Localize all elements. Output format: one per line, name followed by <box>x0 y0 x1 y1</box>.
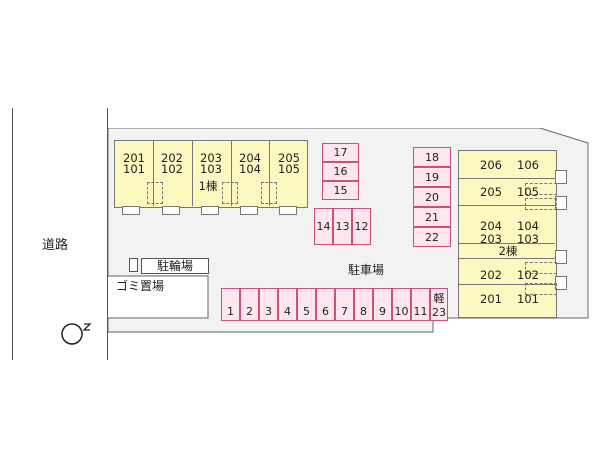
unit-b2-204: 204 <box>480 219 502 233</box>
parking-space-3: 3 <box>259 288 278 321</box>
unit-b2-101: 101 <box>517 292 539 306</box>
road-edge-left <box>12 108 13 360</box>
parking-space-10: 10 <box>392 288 411 321</box>
unit-b2-105: 105 <box>517 185 539 199</box>
kei-number: 23 <box>432 306 446 319</box>
parking-space-4: 4 <box>278 288 297 321</box>
unit-204: 204 <box>239 151 261 165</box>
road-label: 道路 <box>42 238 69 253</box>
unit-b2-103: 103 <box>517 232 539 246</box>
parking-space-6: 6 <box>316 288 335 321</box>
parking-space-12: 12 <box>352 208 371 245</box>
unit-202: 202 <box>161 151 183 165</box>
parking-space-9: 9 <box>373 288 392 321</box>
unit-201: 201 <box>123 151 145 165</box>
parking-space-22: 22 <box>413 227 451 247</box>
parking-space-20: 20 <box>413 187 451 207</box>
unit-203: 203 <box>200 151 222 165</box>
parking-space-13: 13 <box>333 208 352 245</box>
unit-b2-206: 206 <box>480 158 502 172</box>
kei-label: 軽 <box>433 292 445 305</box>
parking-space-2: 2 <box>240 288 259 321</box>
compass-north-icon <box>61 323 92 345</box>
unit-b2-102: 102 <box>517 268 539 282</box>
parking-space-21: 21 <box>413 207 451 227</box>
bike-rack-icon <box>129 258 138 272</box>
building-1-label: 1棟 <box>198 179 218 193</box>
parking-space-15: 15 <box>322 181 359 200</box>
unit-b2-202: 202 <box>480 268 502 282</box>
garbage-area-label: ゴミ置場 <box>116 279 165 293</box>
unit-205: 205 <box>278 151 300 165</box>
parking-label: 駐車場 <box>348 263 385 277</box>
unit-102: 102 <box>161 162 183 176</box>
unit-b2-205: 205 <box>480 185 502 199</box>
parking-space-17: 17 <box>322 143 359 162</box>
bike-parking-label: 駐輪場 <box>141 258 209 274</box>
building-2-label: 2棟 <box>498 244 518 258</box>
unit-105: 105 <box>278 162 300 176</box>
parking-space-16: 16 <box>322 162 359 181</box>
parking-space-7: 7 <box>335 288 354 321</box>
parking-space-19: 19 <box>413 167 451 187</box>
unit-104: 104 <box>239 162 261 176</box>
unit-b2-104: 104 <box>517 219 539 233</box>
parking-space-5: 5 <box>297 288 316 321</box>
unit-101: 101 <box>123 162 145 176</box>
parking-space-23-kei: 軽 23 <box>430 288 448 321</box>
parking-space-14: 14 <box>314 208 333 245</box>
unit-b2-201: 201 <box>480 292 502 306</box>
unit-b2-203: 203 <box>480 232 502 246</box>
unit-b2-106: 106 <box>517 158 539 172</box>
parking-space-8: 8 <box>354 288 373 321</box>
unit-103: 103 <box>200 162 222 176</box>
parking-space-1: 1 <box>221 288 240 321</box>
parking-space-11: 11 <box>411 288 430 321</box>
parking-space-18: 18 <box>413 147 451 167</box>
